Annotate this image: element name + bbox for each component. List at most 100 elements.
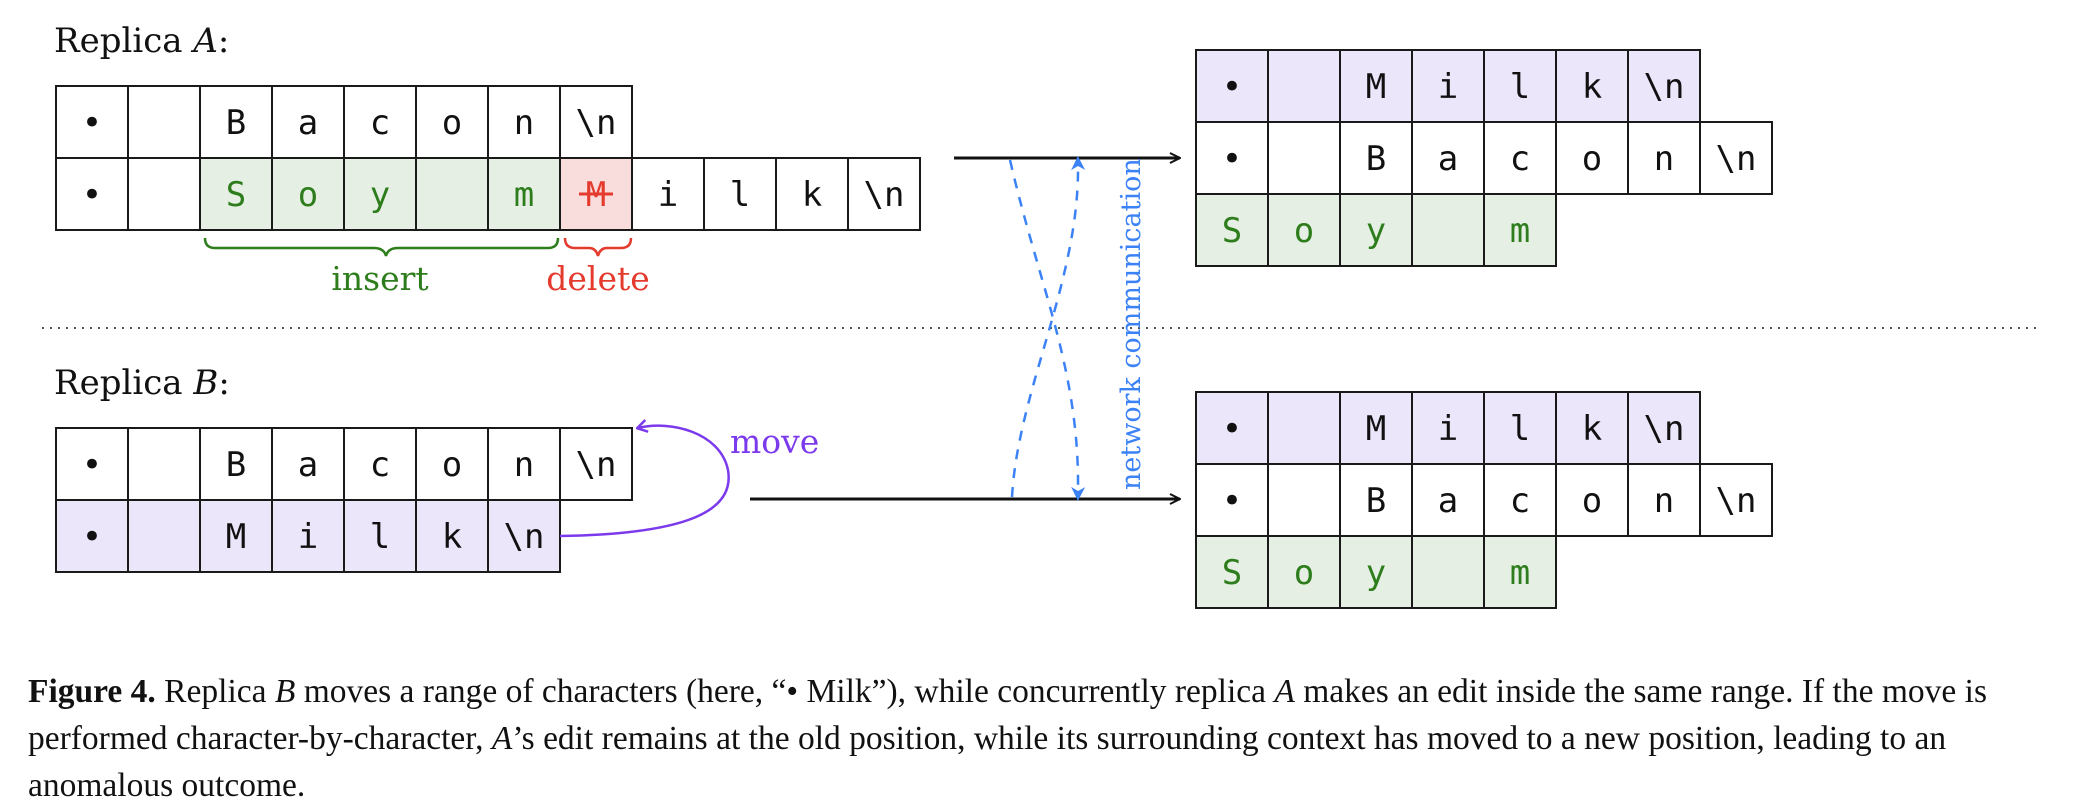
char-glyph: o [1582, 481, 1602, 521]
move-arrow [559, 426, 730, 538]
char-cell [127, 499, 201, 573]
char-cell [55, 499, 129, 573]
bullet-char: • [82, 517, 102, 557]
move-label: move [730, 422, 819, 461]
char-glyph: n [514, 445, 534, 485]
bullet-char: • [1222, 67, 1242, 107]
char-cell [1339, 391, 1413, 465]
bullet-char: • [82, 103, 102, 143]
char-glyph: n [1654, 481, 1674, 521]
caption-var-b: B [274, 673, 296, 710]
char-glyph: \n [1644, 67, 1685, 107]
char-glyph: \n [504, 517, 545, 557]
char-cell [847, 157, 921, 231]
char-glyph: o [1294, 211, 1314, 251]
char-cell [1555, 463, 1629, 537]
char-cell [703, 157, 777, 231]
caption-var-a-2: A [491, 720, 513, 757]
char-cell [1627, 463, 1701, 537]
char-glyph: c [370, 445, 390, 485]
caption-text-3: makes an edit inside the same range. If … [28, 673, 1987, 757]
char-cell [1555, 121, 1629, 195]
char-cell [1267, 49, 1341, 123]
char-glyph: l [730, 175, 750, 215]
char-glyph: i [1438, 409, 1458, 449]
char-glyph: S [1222, 553, 1242, 593]
char-cell [343, 157, 417, 231]
char-glyph: l [1510, 67, 1530, 107]
insert-brace [203, 237, 560, 257]
replica-b-title: Replica B: [54, 363, 230, 403]
char-glyph: o [1294, 553, 1314, 593]
char-glyph: l [370, 517, 390, 557]
char-cell [199, 157, 273, 231]
char-cell [1699, 121, 1773, 195]
char-cell [1483, 49, 1557, 123]
char-cell [1267, 121, 1341, 195]
char-cell [343, 85, 417, 159]
network-arrow-b-to-a [1010, 156, 1086, 498]
char-cell [1483, 121, 1557, 195]
char-glyph: k [1582, 67, 1602, 107]
char-glyph: o [442, 103, 462, 143]
char-cell [1195, 49, 1269, 123]
char-glyph: i [298, 517, 318, 557]
delete-brace [563, 237, 633, 257]
char-glyph: i [658, 175, 678, 215]
char-glyph: c [1510, 481, 1530, 521]
char-glyph: k [1582, 409, 1602, 449]
char-glyph: y [370, 175, 390, 215]
char-glyph: m [1510, 211, 1530, 251]
char-glyph: \n [576, 103, 617, 143]
figure-caption: Figure 4. Replica B moves a range of cha… [28, 668, 2058, 809]
char-cell [1267, 463, 1341, 537]
char-glyph: y [1366, 553, 1386, 593]
char-cell [1267, 193, 1341, 267]
caption-text-2: moves a range of characters (here, “• Mi… [295, 673, 1275, 710]
char-cell [559, 427, 633, 501]
char-glyph: c [370, 103, 390, 143]
char-cell [1483, 463, 1557, 537]
char-cell [1267, 391, 1341, 465]
char-glyph: S [226, 175, 246, 215]
network-arrow-a-to-b [1008, 159, 1086, 501]
char-glyph: a [298, 445, 318, 485]
char-cell [1411, 463, 1485, 537]
char-cell [415, 157, 489, 231]
char-cell [343, 499, 417, 573]
char-glyph: B [1366, 481, 1386, 521]
char-glyph: a [1438, 481, 1458, 521]
bullet-char: • [1222, 481, 1242, 521]
caption-var-a: A [1274, 673, 1295, 710]
char-glyph: \n [1716, 481, 1757, 521]
char-glyph: B [1366, 139, 1386, 179]
char-cell [1339, 121, 1413, 195]
char-cell [415, 427, 489, 501]
insert-label: insert [331, 259, 428, 298]
char-glyph: B [226, 103, 246, 143]
char-cell [1195, 193, 1269, 267]
caption-text-4: ’s edit remains at the old position, whi… [28, 720, 1947, 804]
char-cell [1411, 193, 1485, 267]
char-cell [1195, 535, 1269, 609]
bullet-char: • [82, 445, 102, 485]
char-glyph: \n [576, 445, 617, 485]
char-glyph: M [1366, 409, 1386, 449]
char-cell [775, 157, 849, 231]
char-cell [415, 499, 489, 573]
char-glyph: o [442, 445, 462, 485]
char-glyph: M [1366, 67, 1386, 107]
char-glyph: a [298, 103, 318, 143]
char-glyph: m [1510, 553, 1530, 593]
char-cell [127, 427, 201, 501]
char-glyph: o [1582, 139, 1602, 179]
char-glyph: c [1510, 139, 1530, 179]
char-glyph: k [442, 517, 462, 557]
char-glyph: S [1222, 211, 1242, 251]
char-glyph: \n [864, 175, 905, 215]
caption-text-1: Replica [155, 673, 275, 710]
char-glyph: m [514, 175, 534, 215]
char-cell [1627, 121, 1701, 195]
